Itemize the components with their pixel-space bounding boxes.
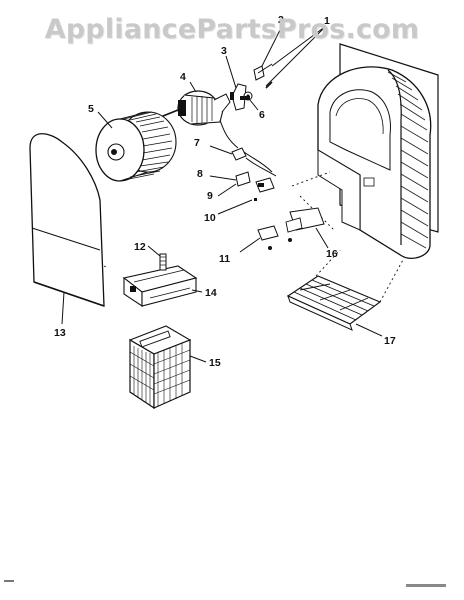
callout-4: 4 [180, 71, 186, 83]
callout-14: 14 [205, 287, 217, 299]
wiring-and-switch-parts [231, 147, 277, 201]
heater-assembly [122, 253, 198, 308]
callout-10: 10 [204, 212, 216, 224]
callout-12: 12 [134, 241, 146, 253]
callout-6: 6 [259, 109, 265, 121]
callout-8: 8 [197, 168, 203, 180]
coil-filter-assembly [128, 325, 192, 410]
access-panel [29, 133, 109, 307]
discharge-grille [286, 249, 405, 331]
callout-1: 1 [324, 15, 330, 27]
watermark: AppliancePartsPros.com [44, 14, 420, 45]
motor-mount-hardware [230, 63, 273, 111]
callout-5: 5 [88, 103, 94, 115]
callout-3: 3 [221, 45, 227, 57]
control-board-parts [257, 207, 325, 250]
blower-wheel [95, 111, 177, 182]
callout-15: 15 [209, 357, 221, 369]
callout-17: 17 [384, 335, 396, 347]
corner-marks [4, 580, 446, 587]
callout-labels: 1 2 3 4 5 6 7 8 9 10 11 12 13 14 15 16 1… [54, 14, 396, 369]
callout-13: 13 [54, 327, 66, 339]
callout-11: 11 [219, 253, 230, 265]
blower-motor [157, 90, 239, 149]
blower-housing [291, 43, 439, 260]
callout-2: 2 [278, 14, 284, 26]
leader-lines [61, 23, 383, 363]
callout-7: 7 [194, 137, 200, 149]
callout-9: 9 [207, 190, 213, 202]
callout-16: 16 [326, 248, 338, 260]
